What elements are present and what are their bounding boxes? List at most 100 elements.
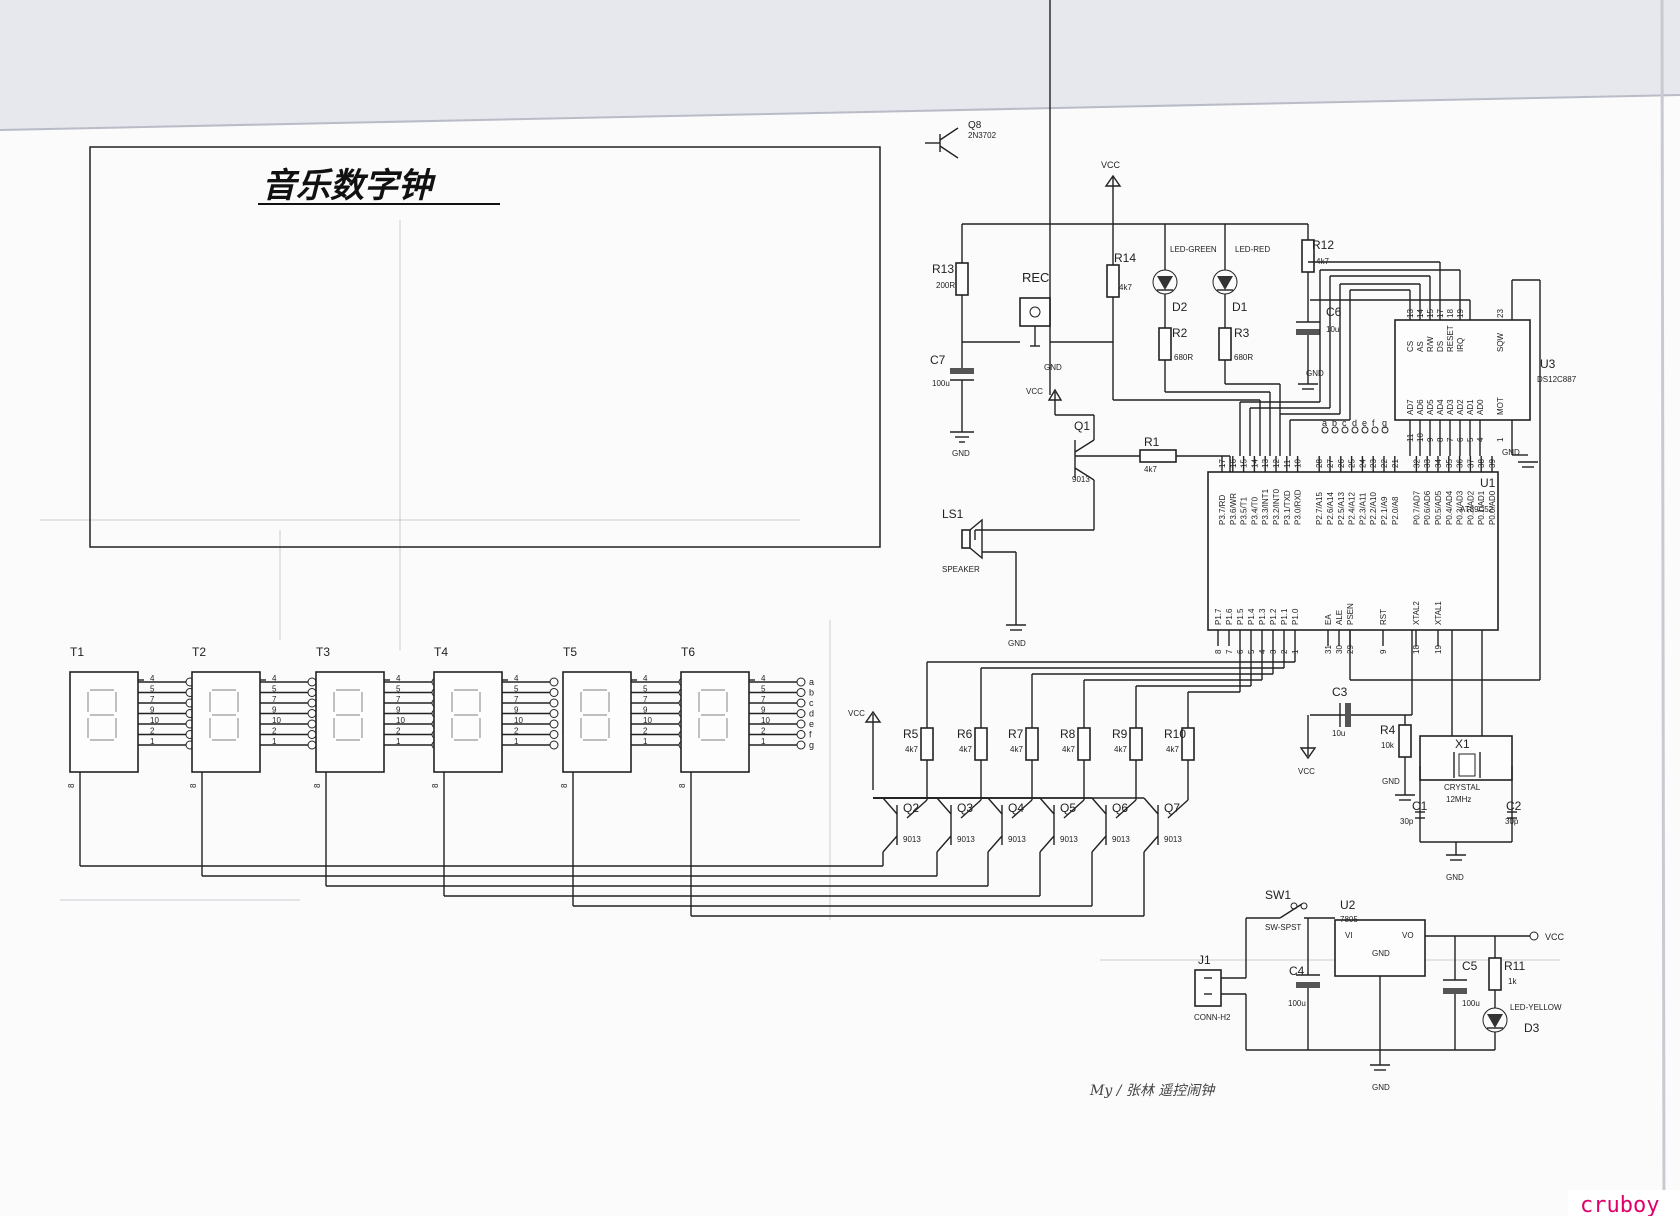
pin-number: 2 [761,727,766,736]
u1-pin-number: 24 [1358,459,1367,468]
title-frame [89,146,881,548]
resistor-value: 4k7 [905,745,918,754]
r11-ref: R11 [1504,959,1525,973]
pin-number: 10 [761,716,770,725]
vcc-label-drivers: VCC [848,709,865,718]
u1-pin-label: P1.7 [1214,608,1223,625]
pin-number: 5 [396,685,401,694]
u1-pin-label: P1.0 [1291,608,1300,625]
u1-pin-number: 9 [1379,649,1388,654]
led-yellow-label: LED-YELLOW [1510,1003,1562,1012]
display-label: T3 [316,645,330,659]
ic-u3-ds12c887: U3 DS12C887 13CS14AS15R/W17DS18RESET19IR… [1394,279,1577,681]
transistor-ref: Q4 [1008,801,1024,815]
watermark: cruboy [1580,1193,1659,1216]
u1-pin-number: 19 [1434,645,1443,654]
segment-terminal [796,677,806,687]
test-point [1381,426,1389,434]
resistor-value: 4k7 [1010,745,1023,754]
u3-pin-number: 8 [1436,437,1445,442]
pin-number: 7 [272,695,277,704]
u1-pin-label: P0.3/AD3 [1456,490,1465,525]
u3-pin-number: 7 [1446,437,1455,442]
reset-circuit: C3 10u VCC R4 10k GND [1298,630,1440,801]
c3-value: 10u [1332,729,1345,738]
gnd-label-ls1: GND [1008,639,1026,648]
u1-pin-number: 32 [1412,459,1421,468]
pin-number: 9 [150,706,155,715]
paper-ghost-lines [40,220,1560,961]
gnd-label-c7: GND [952,449,970,458]
resistor-ref: R10 [1164,727,1186,741]
pin-number: 7 [761,695,766,704]
segment-letter: f [809,730,812,740]
u1-pin-number: 15 [1240,459,1249,468]
q1-value: 9013 [1072,475,1090,484]
u1-pin-number: 23 [1369,459,1378,468]
handwritten-note: My / 张林 遥控闹钟 [1089,1083,1216,1099]
transistor-value: 9013 [903,835,921,844]
display-label: T2 [192,645,206,659]
pin-number: 1 [761,737,766,746]
segment-letter: e [809,719,814,729]
resistor-ref: R8 [1060,727,1076,741]
transistor-q1: VCC Q1 9013 R1 4k7 [974,0,1231,540]
crystal-freq: 12MHz [1446,795,1471,804]
rec-label: REC [1022,270,1049,285]
sw1-ref: SW1 [1265,888,1291,902]
u1-pin-label: P3.3/INT1 [1261,488,1270,525]
u3-pin-label: AD0 [1476,399,1485,415]
segment-terminal [549,730,559,739]
u1-pin-number: 12 [1272,459,1281,468]
ls1-label: LS1 [942,507,964,521]
c2-ref: C2 [1506,799,1522,813]
u1-pin-label: P0.6/AD6 [1423,490,1432,525]
u3-pin-label: RESET [1446,325,1455,352]
common-pin-number: 8 [431,783,440,788]
test-point [1361,426,1369,434]
vcc-label-q1: VCC [1026,387,1043,396]
u3-pin-number: 5 [1466,437,1475,442]
gnd-label-r4: GND [1382,777,1400,786]
resistor-ref: R9 [1112,727,1128,741]
port-letter: g [1382,418,1387,428]
pin-number: 1 [643,737,648,746]
segment-terminal [549,740,559,750]
u1-pin-label: P3.2/INT0 [1272,488,1281,525]
u3-pin-label: AD7 [1406,399,1415,415]
u1-pin-number: 28 [1315,459,1324,468]
common-pin-number: 8 [313,783,322,788]
gnd-label-c6: GND [1306,369,1324,378]
u1-pin-label: P1.5 [1236,608,1245,625]
u1-pin-label: P2.3/A11 [1358,492,1367,525]
pin-number: 7 [396,695,401,704]
transistor-value: 9013 [1164,835,1182,844]
u1-pin-label: P0.7/AD7 [1412,490,1421,525]
r12-c6: R12 4k7 C6 10u GND [1296,224,1441,390]
u1-pin-number: 39 [1488,459,1497,468]
resistor-value: 4k7 [959,745,972,754]
c1-value: 30p [1400,817,1414,826]
u2-vo: VO [1402,931,1414,940]
pin-number: 10 [272,716,281,725]
c5-ref: C5 [1462,959,1478,973]
display-label: T6 [681,645,695,659]
pin-number: 2 [643,727,648,736]
u1-pin-label: XTAL1 [1434,601,1443,625]
u1-pin-number: 33 [1423,459,1432,468]
u3-pin-number: 23 [1496,309,1505,318]
pin-number: 4 [150,674,155,683]
u1-pin-label: P3.4/T0 [1250,496,1259,525]
u3-pin-label: R/W [1426,336,1435,352]
r13-ref: R13 [932,262,954,276]
r2-value: 680R [1174,353,1193,362]
port-letter: b [1332,418,1337,428]
segment-letter: b [809,688,814,698]
u1-pin-label: P0.2/AD2 [1466,490,1475,525]
c3-ref: C3 [1332,685,1348,699]
